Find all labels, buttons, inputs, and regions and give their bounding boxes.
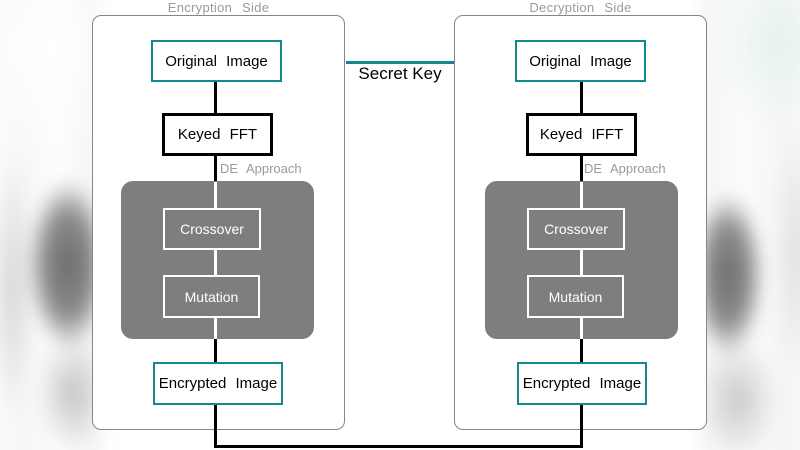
blurred-edge-left bbox=[0, 0, 102, 450]
dec-keyed-ifft-box: Keyed IFFT bbox=[526, 113, 637, 156]
enc-connector-de-to-crossover bbox=[214, 182, 217, 209]
encryption-side-title: Encryption Side bbox=[167, 0, 270, 15]
enc-de-approach-label: DE Approach bbox=[220, 161, 302, 176]
dec-de-approach-label: DE Approach bbox=[584, 161, 666, 176]
dec-connector-mutation-to-de-edge bbox=[580, 317, 583, 340]
dec-connector-original-to-ifft bbox=[580, 81, 583, 114]
enc-connector-fft-to-de bbox=[214, 155, 217, 182]
enc-keyed-fft-box: Keyed FFT bbox=[162, 113, 273, 156]
dec-mutation-box: Mutation bbox=[527, 275, 624, 318]
enc-original-image-box: Original Image bbox=[151, 40, 282, 82]
enc-connector-de-to-encrypted bbox=[214, 339, 217, 363]
enc-mutation-box: Mutation bbox=[163, 275, 260, 318]
bottom-connector-line bbox=[214, 445, 583, 448]
dec-encrypted-image-box: Encrypted Image bbox=[517, 362, 647, 405]
blurred-edge-right bbox=[700, 0, 800, 450]
enc-connector-mutation-to-de-edge bbox=[214, 317, 217, 340]
dec-connector-de-to-crossover bbox=[580, 182, 583, 209]
dec-connector-crossover-to-mutation bbox=[580, 249, 583, 276]
enc-connector-crossover-to-mutation bbox=[214, 249, 217, 276]
dec-original-image-box: Original Image bbox=[515, 40, 646, 82]
enc-connector-encrypted-to-bottom bbox=[214, 404, 217, 447]
enc-connector-original-to-fft bbox=[214, 81, 217, 114]
secret-key-label: Secret Key bbox=[358, 64, 442, 83]
enc-encrypted-image-box: Encrypted Image bbox=[153, 362, 283, 405]
dec-connector-ifft-to-de bbox=[580, 155, 583, 182]
dec-connector-encrypted-to-bottom bbox=[580, 404, 583, 447]
secret-key-line bbox=[346, 61, 454, 64]
dec-connector-de-to-encrypted bbox=[580, 339, 583, 363]
enc-crossover-box: Crossover bbox=[163, 208, 261, 250]
dec-crossover-box: Crossover bbox=[527, 208, 625, 250]
decryption-side-title: Decryption Side bbox=[529, 0, 632, 15]
